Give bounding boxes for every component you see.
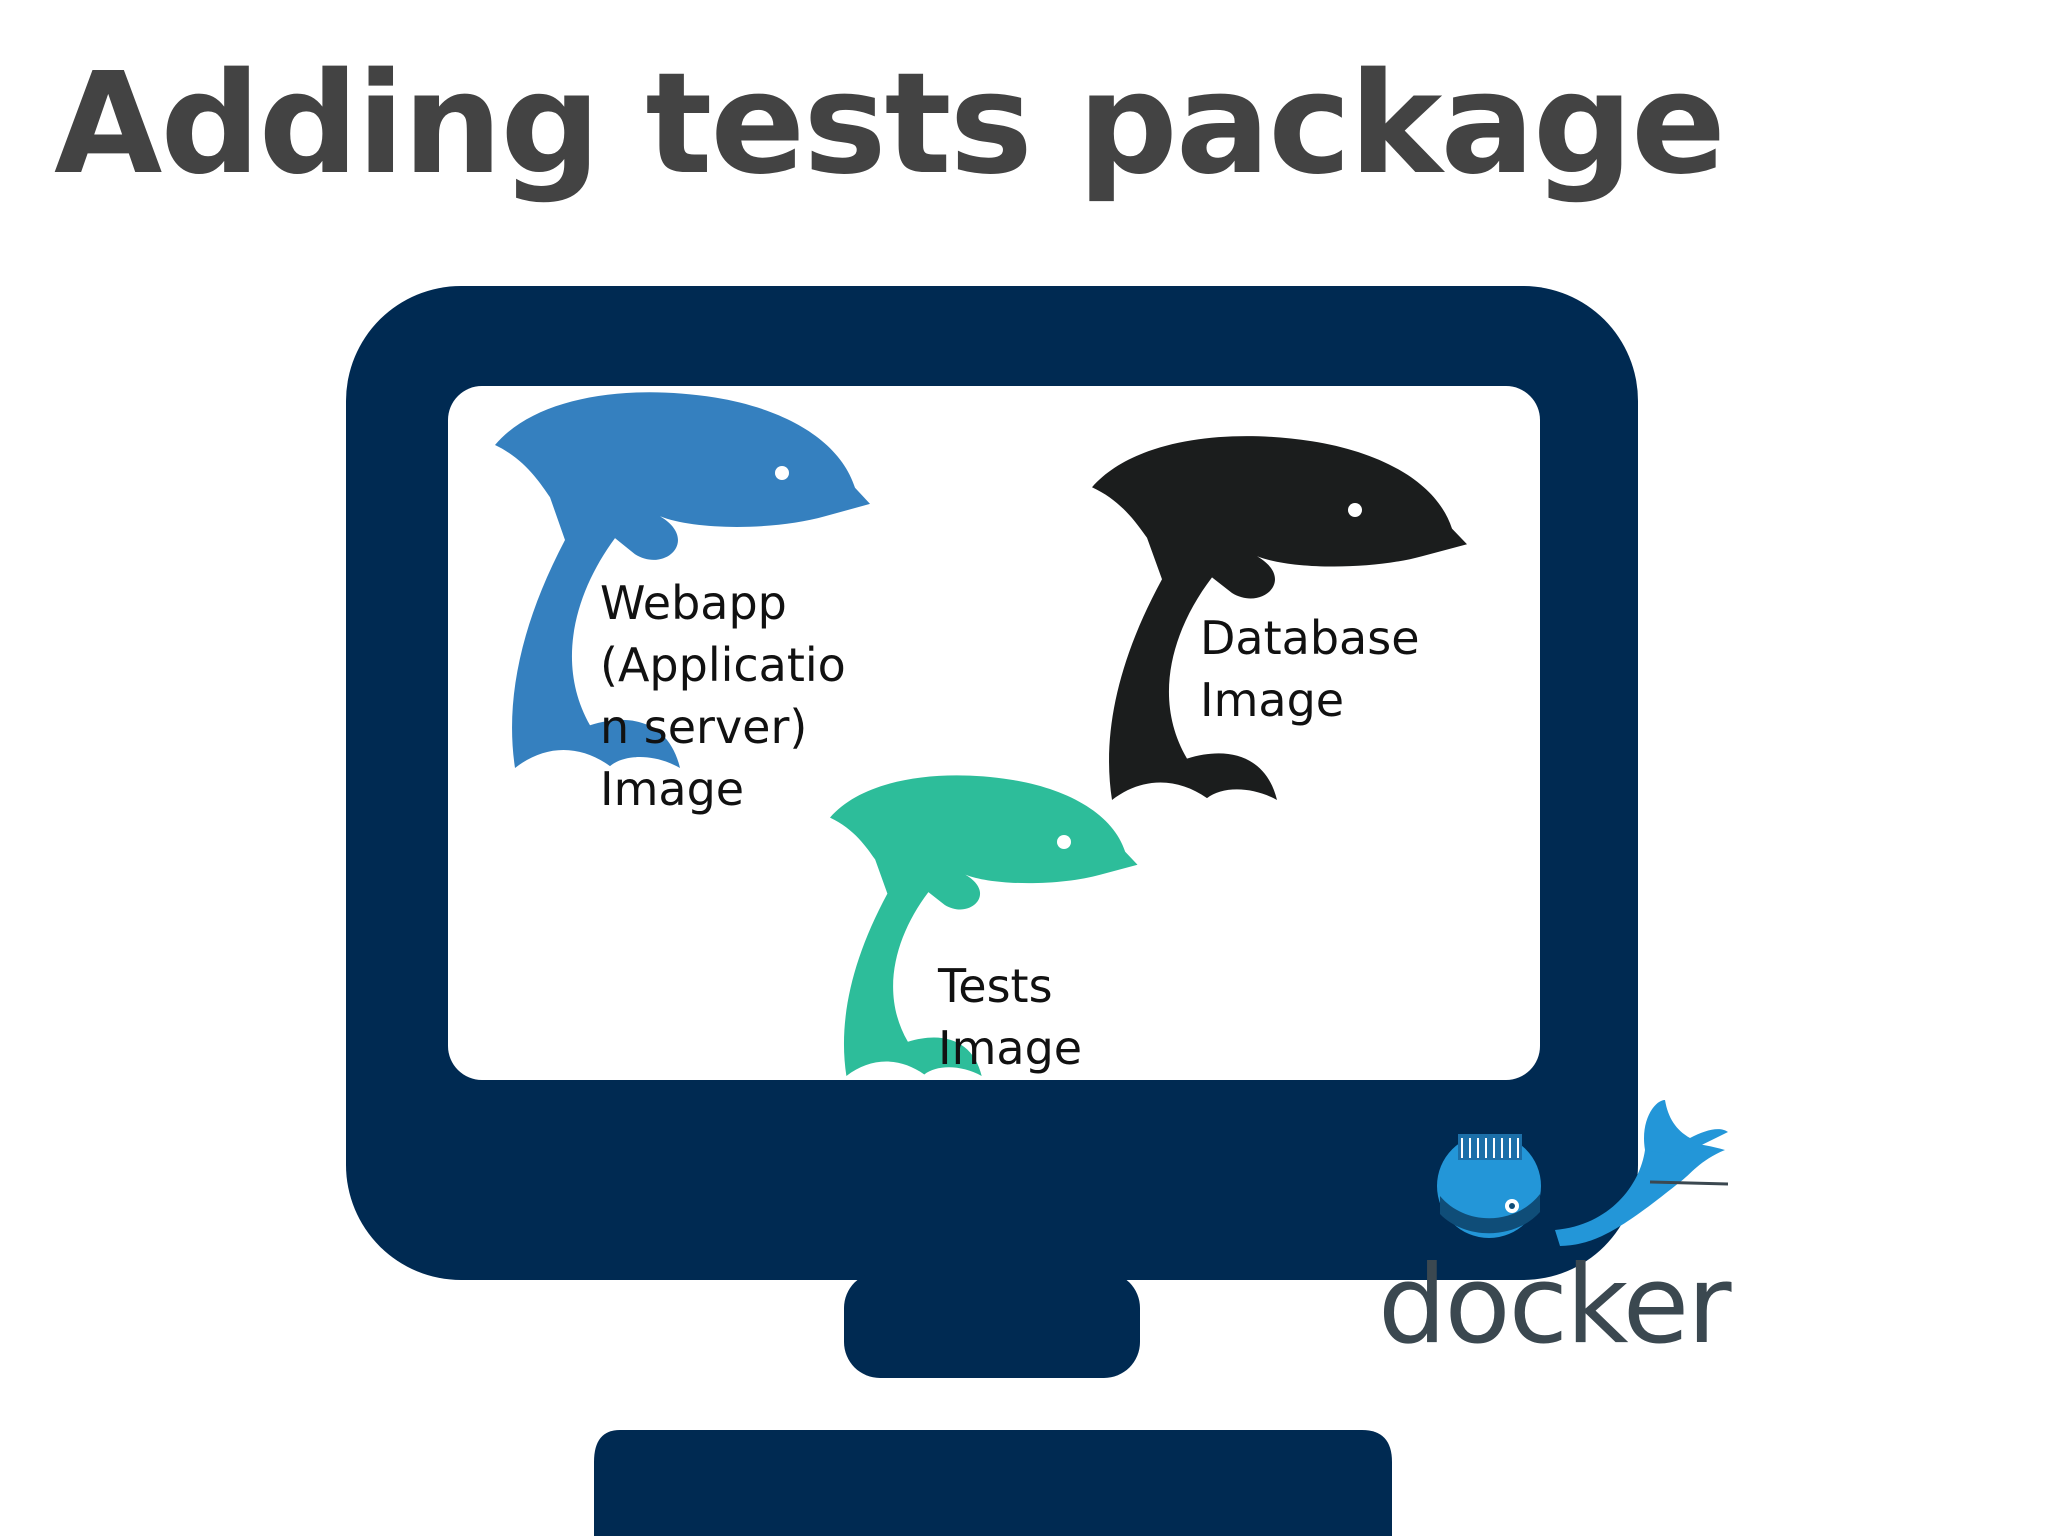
- tests-dolphin-icon: [830, 775, 1138, 1076]
- label-line: Tests: [938, 959, 1053, 1013]
- webapp-image-label: Webapp (Applicatio n server) Image: [600, 572, 846, 820]
- monitor-base: [594, 1430, 1392, 1536]
- tests-image-label: Tests Image: [938, 955, 1082, 1079]
- docker-wordmark: docker: [1378, 1243, 1732, 1368]
- label-line: Webapp: [600, 576, 787, 630]
- webapp-dolphin-icon: [495, 392, 870, 768]
- monitor-neck: [844, 1272, 1140, 1378]
- label-line: Image: [1200, 673, 1345, 727]
- label-line: (Applicatio: [600, 638, 846, 692]
- label-line: n server): [600, 700, 808, 754]
- slide-title: Adding tests package: [54, 43, 1726, 206]
- database-image-label: Database Image: [1200, 607, 1420, 731]
- label-line: Database: [1200, 611, 1420, 665]
- label-line: Image: [938, 1021, 1083, 1075]
- label-line: Image: [600, 762, 745, 816]
- monitor-screen: [448, 386, 1540, 1080]
- database-dolphin-icon: [1092, 436, 1467, 800]
- docker-logo-icon: [1437, 1100, 1729, 1246]
